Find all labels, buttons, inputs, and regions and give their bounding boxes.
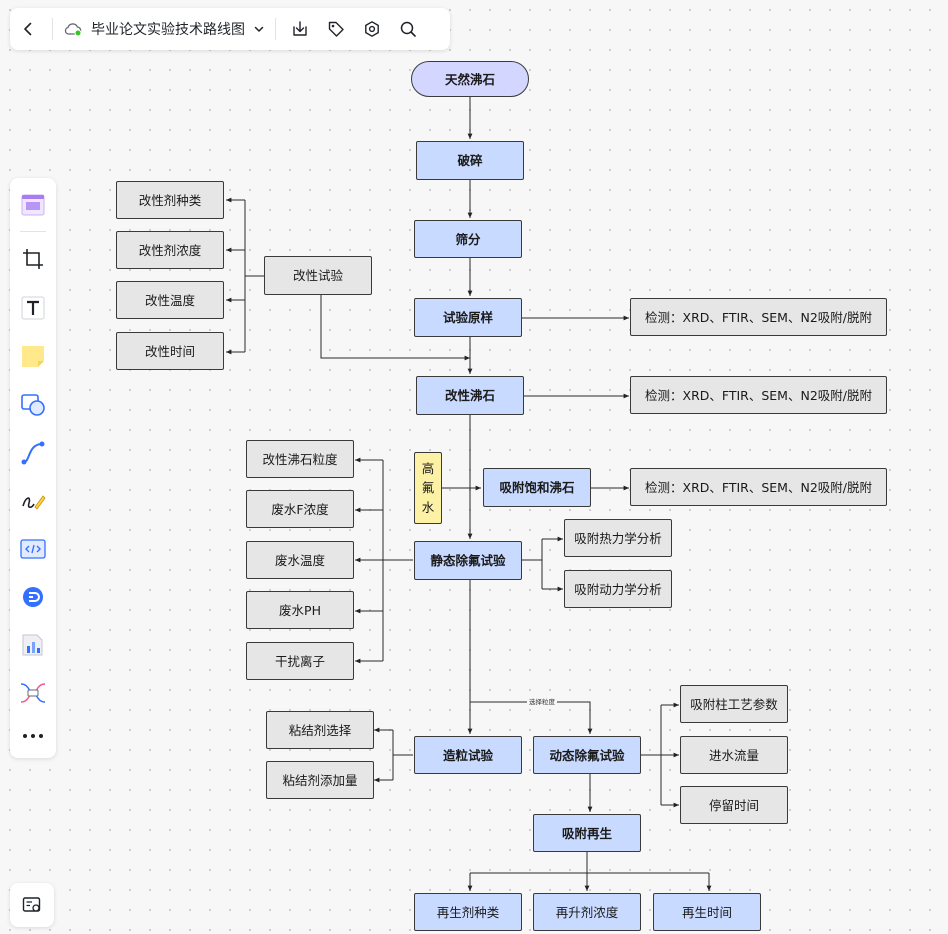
edge-label-select-size: 选择粒度	[527, 698, 557, 706]
chevron-left-icon	[24, 22, 32, 36]
top-toolbar: 毕业论文实验技术路线图	[10, 8, 450, 50]
edge-m1-n5	[320, 295, 470, 361]
node-high-fluoride-water[interactable]: 高 氟 水	[414, 452, 442, 524]
minimap-button[interactable]	[10, 883, 54, 927]
chart-icon	[22, 634, 43, 656]
node-column-process-params[interactable]: 吸附柱工艺参数	[680, 685, 788, 723]
node-residence-time[interactable]: 停留时间	[680, 786, 788, 824]
download-button[interactable]	[282, 11, 318, 47]
node-modification-time[interactable]: 改性时间	[116, 332, 224, 370]
node-test-sample[interactable]: 试验原样	[414, 298, 522, 337]
chart-tool-button[interactable]	[17, 629, 49, 661]
node-detection-2[interactable]: 检测：XRD、FTIR、SEM、N2吸附/脱附	[630, 376, 887, 414]
document-title-button[interactable]: 毕业论文实验技术路线图	[59, 19, 269, 39]
crop-frame-icon	[23, 249, 43, 269]
node-interfering-ions[interactable]: 干扰离子	[246, 642, 354, 680]
node-wastewater-f-concentration[interactable]: 废水F浓度	[246, 490, 354, 528]
node-wastewater-ph[interactable]: 废水PH	[246, 591, 354, 629]
cloud-sync-icon	[64, 23, 82, 37]
shape-tool-button[interactable]	[17, 389, 49, 421]
node-modification-test[interactable]: 改性试验	[264, 256, 372, 295]
left-toolbar	[10, 178, 56, 758]
node-binder-selection[interactable]: 粘结剂选择	[266, 711, 374, 749]
tag-button[interactable]	[318, 11, 354, 47]
toolbar-divider	[20, 231, 46, 232]
text-tool-button[interactable]	[17, 292, 49, 324]
frame-template-icon	[21, 194, 45, 216]
node-adsorption-thermodynamics[interactable]: 吸附热力学分析	[564, 519, 672, 557]
connector-tool-button[interactable]	[17, 437, 49, 469]
edge-n7-n9	[470, 701, 593, 734]
node-granulation[interactable]: 造粒试验	[414, 736, 522, 774]
node-wastewater-temperature[interactable]: 废水温度	[246, 541, 354, 579]
node-modifier-concentration[interactable]: 改性剂浓度	[116, 231, 224, 269]
embed-code-button[interactable]	[17, 533, 49, 565]
download-icon	[293, 21, 307, 36]
more-dots-icon	[23, 734, 43, 738]
more-tools-button[interactable]	[17, 720, 49, 752]
chevron-down-icon	[254, 26, 264, 32]
frame-tool-button[interactable]	[17, 189, 49, 221]
crop-tool-button[interactable]	[17, 243, 49, 275]
gear-icon	[365, 21, 379, 37]
node-inflow-rate[interactable]: 进水流量	[680, 736, 788, 774]
node-crushing[interactable]: 破碎	[416, 141, 524, 180]
sticky-note-button[interactable]	[17, 340, 49, 372]
flowchart-icon	[20, 683, 46, 703]
node-regenerant-type[interactable]: 再生剂种类	[414, 893, 522, 931]
back-button[interactable]	[10, 11, 46, 47]
flowchart-tool-button[interactable]	[17, 677, 49, 709]
toolbar-divider	[52, 18, 53, 40]
settings-button[interactable]	[354, 11, 390, 47]
pen-icon	[22, 495, 46, 510]
search-button[interactable]	[390, 11, 426, 47]
node-zeolite-particle-size[interactable]: 改性沸石粒度	[246, 440, 354, 478]
node-regeneration[interactable]: 吸附再生	[533, 814, 641, 852]
document-title: 毕业论文实验技术路线图	[91, 22, 245, 38]
search-icon	[400, 21, 416, 37]
node-sieving[interactable]: 筛分	[414, 220, 522, 258]
node-natural-zeolite[interactable]: 天然沸石	[411, 61, 529, 97]
code-block-icon	[20, 539, 46, 559]
mindmap-icon	[23, 587, 43, 607]
tag-icon	[328, 21, 344, 37]
pen-tool-button[interactable]	[17, 485, 49, 517]
node-dynamic-defluoridation[interactable]: 动态除氟试验	[533, 736, 641, 774]
node-adsorption-kinetics[interactable]: 吸附动力学分析	[564, 570, 672, 608]
toolbar-divider	[275, 18, 276, 40]
node-binder-amount[interactable]: 粘结剂添加量	[266, 761, 374, 799]
mindmap-tool-button[interactable]	[17, 581, 49, 613]
sticky-note-icon	[22, 346, 44, 367]
node-detection-1[interactable]: 检测：XRD、FTIR、SEM、N2吸附/脱附	[630, 298, 887, 336]
node-saturated-zeolite[interactable]: 吸附饱和沸石	[483, 468, 591, 507]
text-icon	[21, 296, 45, 320]
node-modification-temperature[interactable]: 改性温度	[116, 281, 224, 319]
node-static-defluoridation[interactable]: 静态除氟试验	[414, 541, 522, 580]
node-regenerant-concentration[interactable]: 再升剂浓度	[533, 893, 641, 931]
node-regeneration-time[interactable]: 再生时间	[653, 893, 761, 931]
node-modified-zeolite[interactable]: 改性沸石	[416, 376, 524, 415]
node-detection-3[interactable]: 检测：XRD、FTIR、SEM、N2吸附/脱附	[630, 468, 887, 506]
node-modifier-type[interactable]: 改性剂种类	[116, 181, 224, 219]
shape-icon	[21, 394, 45, 416]
connector-curve-icon	[21, 441, 45, 465]
map-view-icon	[22, 897, 41, 912]
